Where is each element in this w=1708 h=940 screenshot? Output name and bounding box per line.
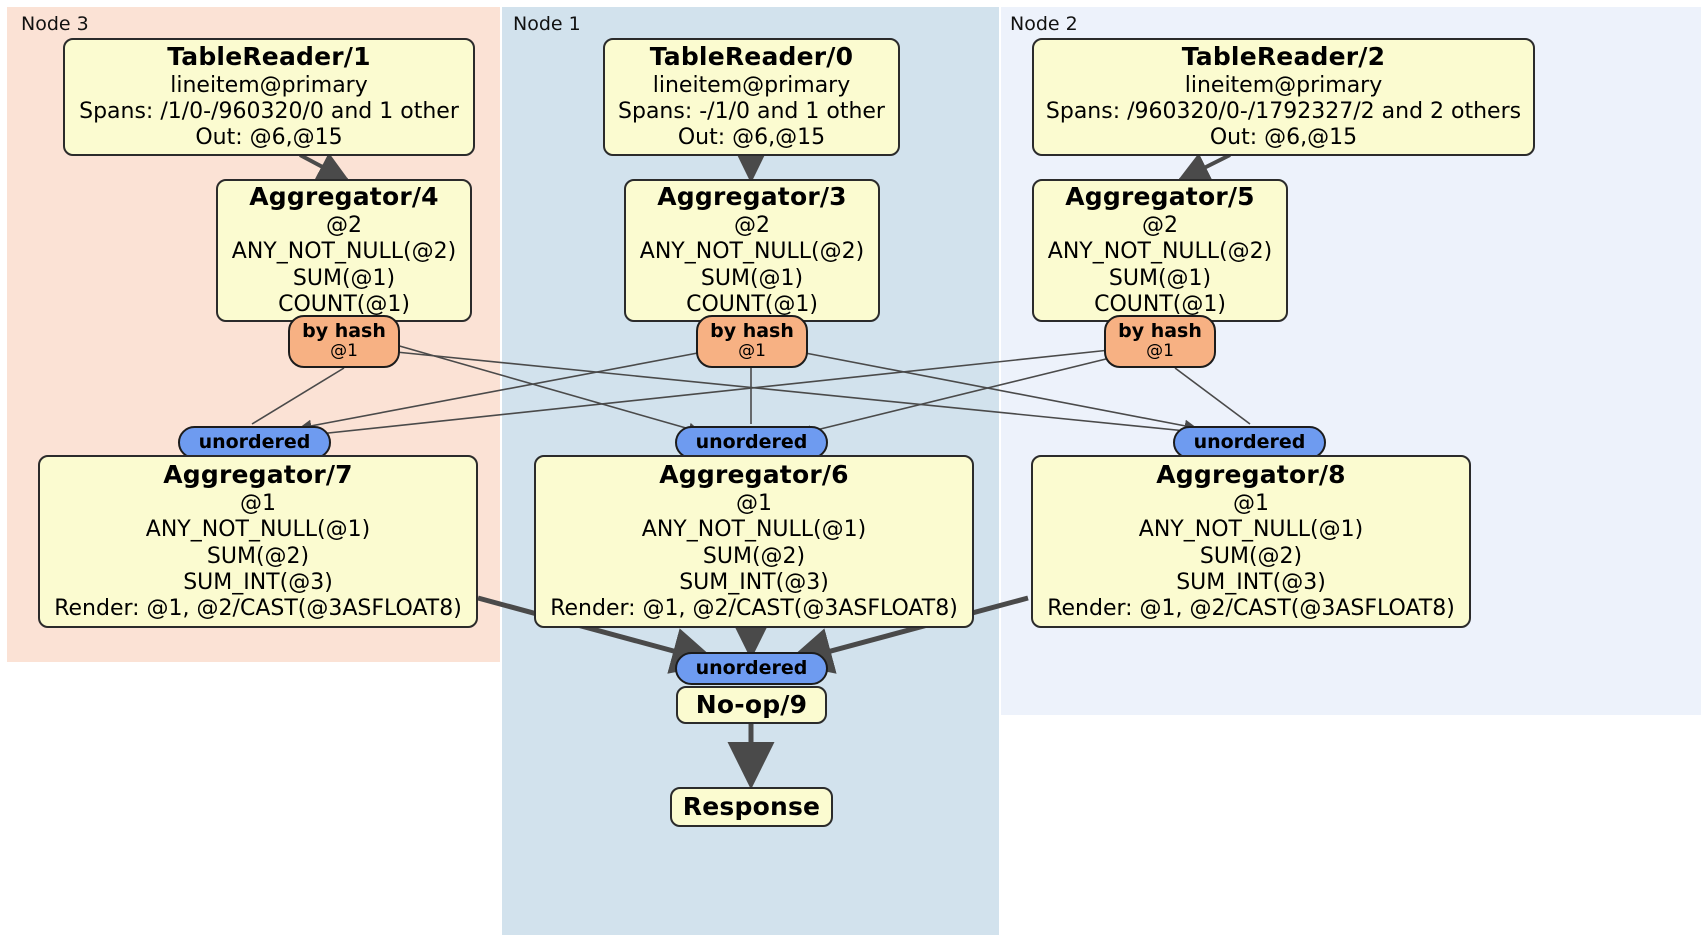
router-title: by hash (710, 320, 794, 343)
processor-line: Out: @6,@15 (1209, 125, 1358, 151)
node-panel-label-node2: Node 2 (1010, 13, 1078, 35)
processor-line: @1 (736, 490, 772, 516)
synchronizer-unordered-aggregator-6[interactable]: unordered (675, 426, 828, 459)
processor-title: TableReader/1 (167, 42, 371, 72)
processor-line: @2 (1142, 212, 1178, 238)
processor-line: lineitem@primary (170, 72, 368, 98)
processor-line: ANY_NOT_NULL(@1) (1138, 517, 1364, 543)
processor-aggregator-5[interactable]: Aggregator/5 @2 ANY_NOT_NULL(@2) SUM(@1)… (1032, 179, 1288, 322)
router-subtitle: @1 (330, 341, 358, 362)
processor-line: COUNT(@1) (1094, 292, 1226, 318)
processor-title: Aggregator/3 (657, 182, 847, 212)
processor-aggregator-4[interactable]: Aggregator/4 @2 ANY_NOT_NULL(@2) SUM(@1)… (216, 179, 472, 322)
processor-title: Aggregator/6 (659, 460, 849, 490)
processor-line: ANY_NOT_NULL(@1) (145, 517, 371, 543)
processor-line: lineitem@primary (652, 72, 851, 98)
processor-aggregator-8[interactable]: Aggregator/8 @1 ANY_NOT_NULL(@1) SUM(@2)… (1031, 455, 1471, 628)
processor-title: No-op/9 (695, 689, 808, 719)
processor-line: SUM_INT(@3) (679, 569, 829, 595)
processor-line: ANY_NOT_NULL(@2) (1047, 239, 1273, 265)
processor-title: Aggregator/7 (163, 460, 353, 490)
processor-line: SUM(@2) (1199, 543, 1303, 569)
router-title: by hash (1118, 320, 1202, 343)
processor-line: Spans: /960320/0-/1792327/2 and 2 others (1045, 99, 1522, 125)
processor-tablereader-2[interactable]: TableReader/2 lineitem@primary Spans: /9… (1032, 38, 1535, 156)
router-subtitle: @1 (738, 341, 766, 362)
router-subtitle: @1 (1146, 341, 1174, 362)
processor-title: Aggregator/8 (1156, 460, 1346, 490)
processor-line: Spans: -/1/0 and 1 other (618, 99, 885, 125)
processor-line: Spans: /1/0-/960320/0 and 1 other (79, 99, 459, 125)
synchronizer-title: unordered (198, 430, 311, 453)
processor-line: SUM(@2) (702, 543, 806, 569)
processor-title: TableReader/2 (1181, 42, 1386, 72)
synchronizer-unordered-aggregator-7[interactable]: unordered (178, 426, 331, 459)
processor-line: Render: @1, @2/CAST(@3ASFLOAT8) (1047, 596, 1455, 622)
processor-line: ANY_NOT_NULL(@2) (639, 239, 865, 265)
processor-aggregator-3[interactable]: Aggregator/3 @2 ANY_NOT_NULL(@2) SUM(@1)… (624, 179, 880, 322)
processor-line: Out: @6,@15 (195, 125, 343, 151)
processor-noop-9[interactable]: No-op/9 (676, 686, 827, 724)
processor-line: SUM(@2) (206, 543, 310, 569)
node-panel-label-node3: Node 3 (21, 13, 89, 35)
processor-line: SUM(@1) (292, 265, 396, 291)
processor-line: @1 (1233, 490, 1269, 516)
processor-line: SUM_INT(@3) (1176, 569, 1326, 595)
synchronizer-unordered-noop-9[interactable]: unordered (675, 652, 828, 685)
processor-response[interactable]: Response (670, 787, 833, 827)
processor-line: Render: @1, @2/CAST(@3ASFLOAT8) (54, 596, 462, 622)
processor-title: Aggregator/4 (249, 182, 439, 212)
processor-line: Out: @6,@15 (677, 125, 826, 151)
processor-line: @2 (326, 212, 362, 238)
processor-title: TableReader/0 (649, 42, 854, 72)
synchronizer-title: unordered (1193, 430, 1306, 453)
synchronizer-title: unordered (695, 656, 808, 679)
processor-line: @2 (734, 212, 770, 238)
processor-line: COUNT(@1) (278, 292, 410, 318)
synchronizer-title: unordered (695, 430, 808, 453)
processor-line: COUNT(@1) (686, 292, 818, 318)
processor-line: Render: @1, @2/CAST(@3ASFLOAT8) (550, 596, 958, 622)
processor-aggregator-6[interactable]: Aggregator/6 @1 ANY_NOT_NULL(@1) SUM(@2)… (534, 455, 974, 628)
processor-line: SUM_INT(@3) (183, 569, 333, 595)
processor-line: @1 (240, 490, 276, 516)
router-title: by hash (302, 320, 386, 343)
processor-tablereader-0[interactable]: TableReader/0 lineitem@primary Spans: -/… (603, 38, 900, 156)
node-panel-label-node1: Node 1 (513, 13, 581, 35)
router-by-hash-aggregator-3[interactable]: by hash @1 (696, 315, 808, 368)
processor-line: SUM(@1) (700, 265, 804, 291)
processor-line: lineitem@primary (1184, 72, 1383, 98)
processor-line: SUM(@1) (1108, 265, 1212, 291)
synchronizer-unordered-aggregator-8[interactable]: unordered (1173, 426, 1326, 459)
processor-line: ANY_NOT_NULL(@1) (641, 517, 867, 543)
processor-title: Aggregator/5 (1065, 182, 1255, 212)
processor-aggregator-7[interactable]: Aggregator/7 @1 ANY_NOT_NULL(@1) SUM(@2)… (38, 455, 478, 628)
processor-line: ANY_NOT_NULL(@2) (231, 239, 457, 265)
router-by-hash-aggregator-4[interactable]: by hash @1 (288, 315, 400, 368)
router-by-hash-aggregator-5[interactable]: by hash @1 (1104, 315, 1216, 368)
processor-tablereader-1[interactable]: TableReader/1 lineitem@primary Spans: /1… (63, 38, 475, 156)
processor-title: Response (682, 791, 821, 821)
